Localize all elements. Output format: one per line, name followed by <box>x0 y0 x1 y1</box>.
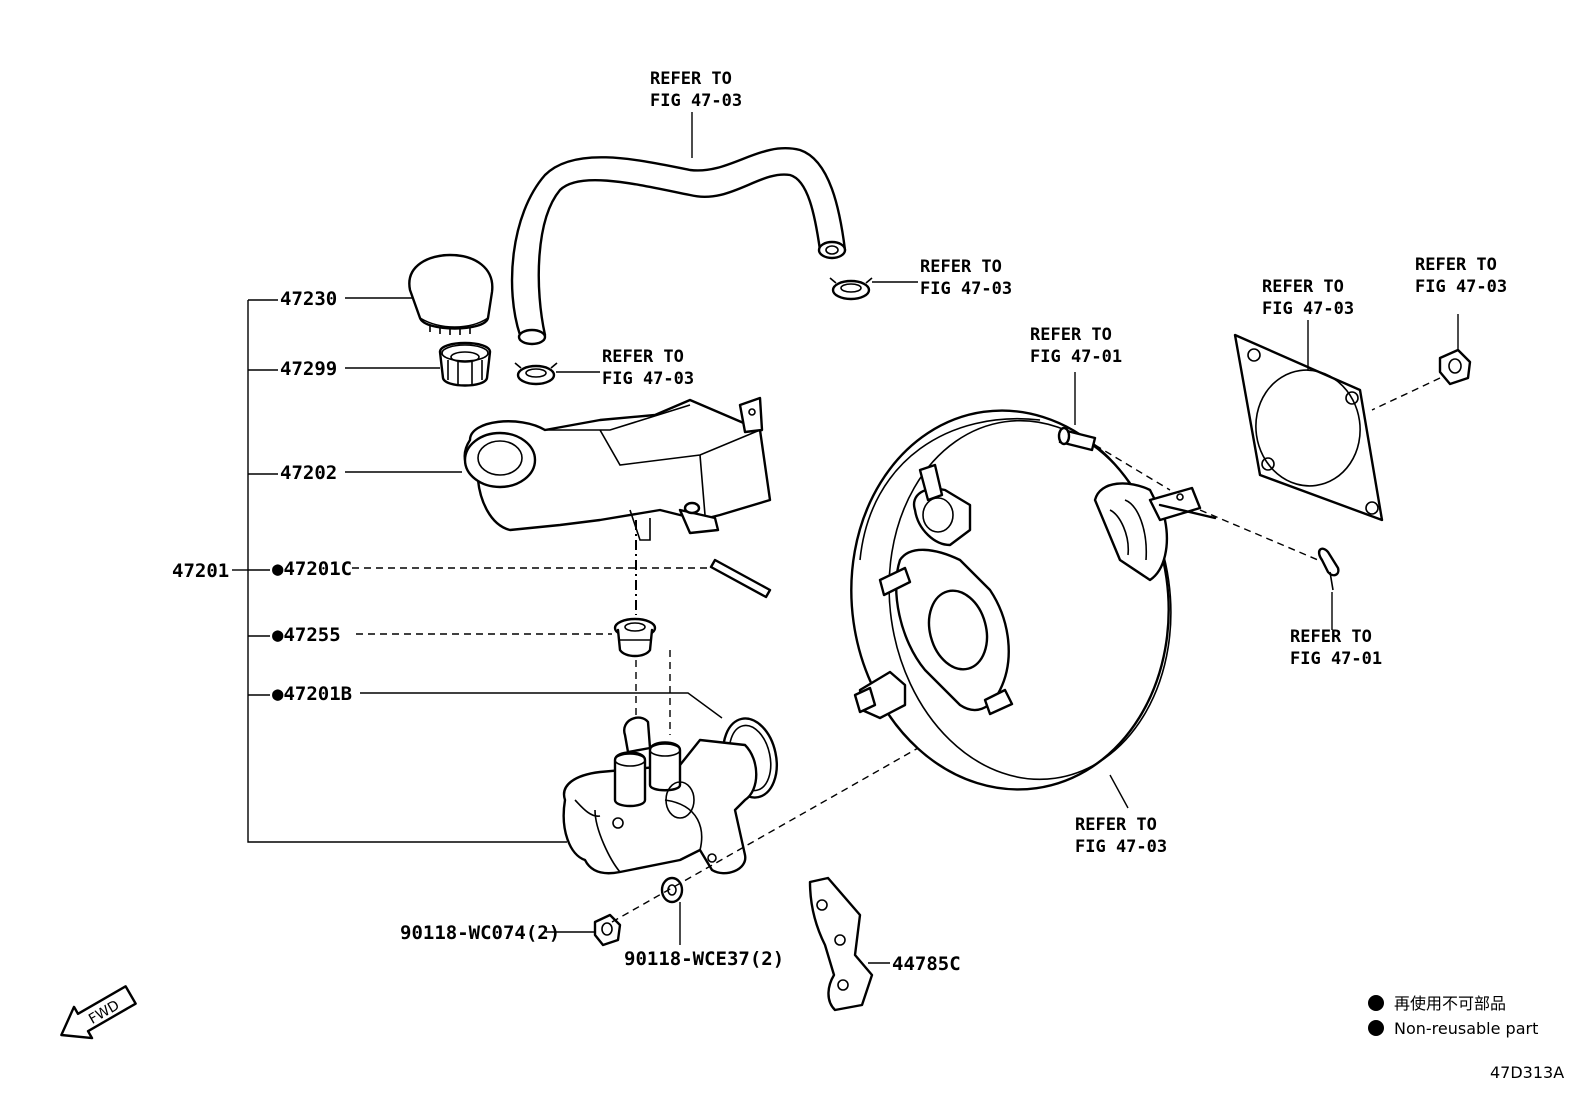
clamp-right-ref-line1: REFER TO <box>920 257 1002 277</box>
part-90118-wc074-label: 90118-WC074(2) <box>400 922 560 944</box>
part-44785C-label: 44785C <box>892 953 961 975</box>
legend-dot-jp <box>1368 995 1384 1011</box>
reservoir-grommet <box>613 617 657 658</box>
booster-bracket <box>808 876 874 1012</box>
nut-ref-line1: REFER TO <box>1415 255 1497 275</box>
clamp-left-ref-line1: REFER TO <box>602 347 684 367</box>
pin-align-line <box>1094 444 1171 491</box>
gasket-ref-line1: REFER TO <box>1262 277 1344 297</box>
retaining-clip <box>1317 547 1340 591</box>
part-90118-wce37-label: 90118-WCE37(2) <box>624 948 784 970</box>
hose-ref-line1: REFER TO <box>650 69 732 89</box>
clevis-pin <box>1057 426 1097 452</box>
reservoir-tank <box>463 396 772 541</box>
part-47201B-label: ●47201B <box>272 683 352 705</box>
flange-nut <box>593 913 622 947</box>
legend-en: Non-reusable part <box>1394 1019 1538 1038</box>
part-47202-label: 47202 <box>280 462 337 484</box>
clamp-right-ref-line2: FIG 47-03 <box>920 279 1012 299</box>
retainer-pin <box>709 558 772 599</box>
nut-ref-line2: FIG 47-03 <box>1415 277 1507 297</box>
clamp-left-ref-line2: FIG 47-03 <box>602 369 694 389</box>
figure-code: 47D313A <box>1490 1063 1564 1082</box>
reservoir-strainer <box>438 341 492 387</box>
reservoir-cap <box>408 253 494 335</box>
clip-align-line <box>1199 509 1319 561</box>
part-47255-label: ●47255 <box>272 624 341 646</box>
hose-clamp-left <box>514 362 558 386</box>
part-47201C-label: ●47201C <box>272 558 352 580</box>
clip-ref-line1: REFER TO <box>1290 627 1372 647</box>
gasket-ref-line2: FIG 47-03 <box>1262 299 1354 319</box>
vacuum-hose <box>510 147 847 346</box>
legend-dot-en <box>1368 1020 1384 1036</box>
booster-ref-line1: REFER TO <box>1075 815 1157 835</box>
brake-booster <box>850 409 1217 791</box>
hose-clamp-right <box>829 277 873 301</box>
booster-gasket <box>1233 333 1384 522</box>
fwd-arrow: FWD <box>60 985 137 1040</box>
booster-ref-line2: FIG 47-03 <box>1075 837 1167 857</box>
master-cylinder <box>562 716 758 875</box>
part-47201-label: 47201 <box>172 560 229 582</box>
p47201B-leader <box>360 692 723 719</box>
part-47299-label: 47299 <box>280 358 337 380</box>
p47201-bracket <box>247 300 567 843</box>
pin-ref-line2: FIG 47-01 <box>1030 347 1122 367</box>
pin-ref-line1: REFER TO <box>1030 325 1112 345</box>
washer <box>660 876 684 904</box>
hose-ref-line2: FIG 47-03 <box>650 91 742 111</box>
mounting-nut <box>1438 348 1472 386</box>
legend-jp: 再使用不可部品 <box>1394 994 1506 1013</box>
part-47230-label: 47230 <box>280 288 337 310</box>
clip-ref-line2: FIG 47-01 <box>1290 649 1382 669</box>
nut-align-line <box>1371 377 1441 411</box>
booster-leader <box>1109 774 1129 809</box>
legend: 再使用不可部品 Non-reusable part <box>1368 994 1538 1038</box>
